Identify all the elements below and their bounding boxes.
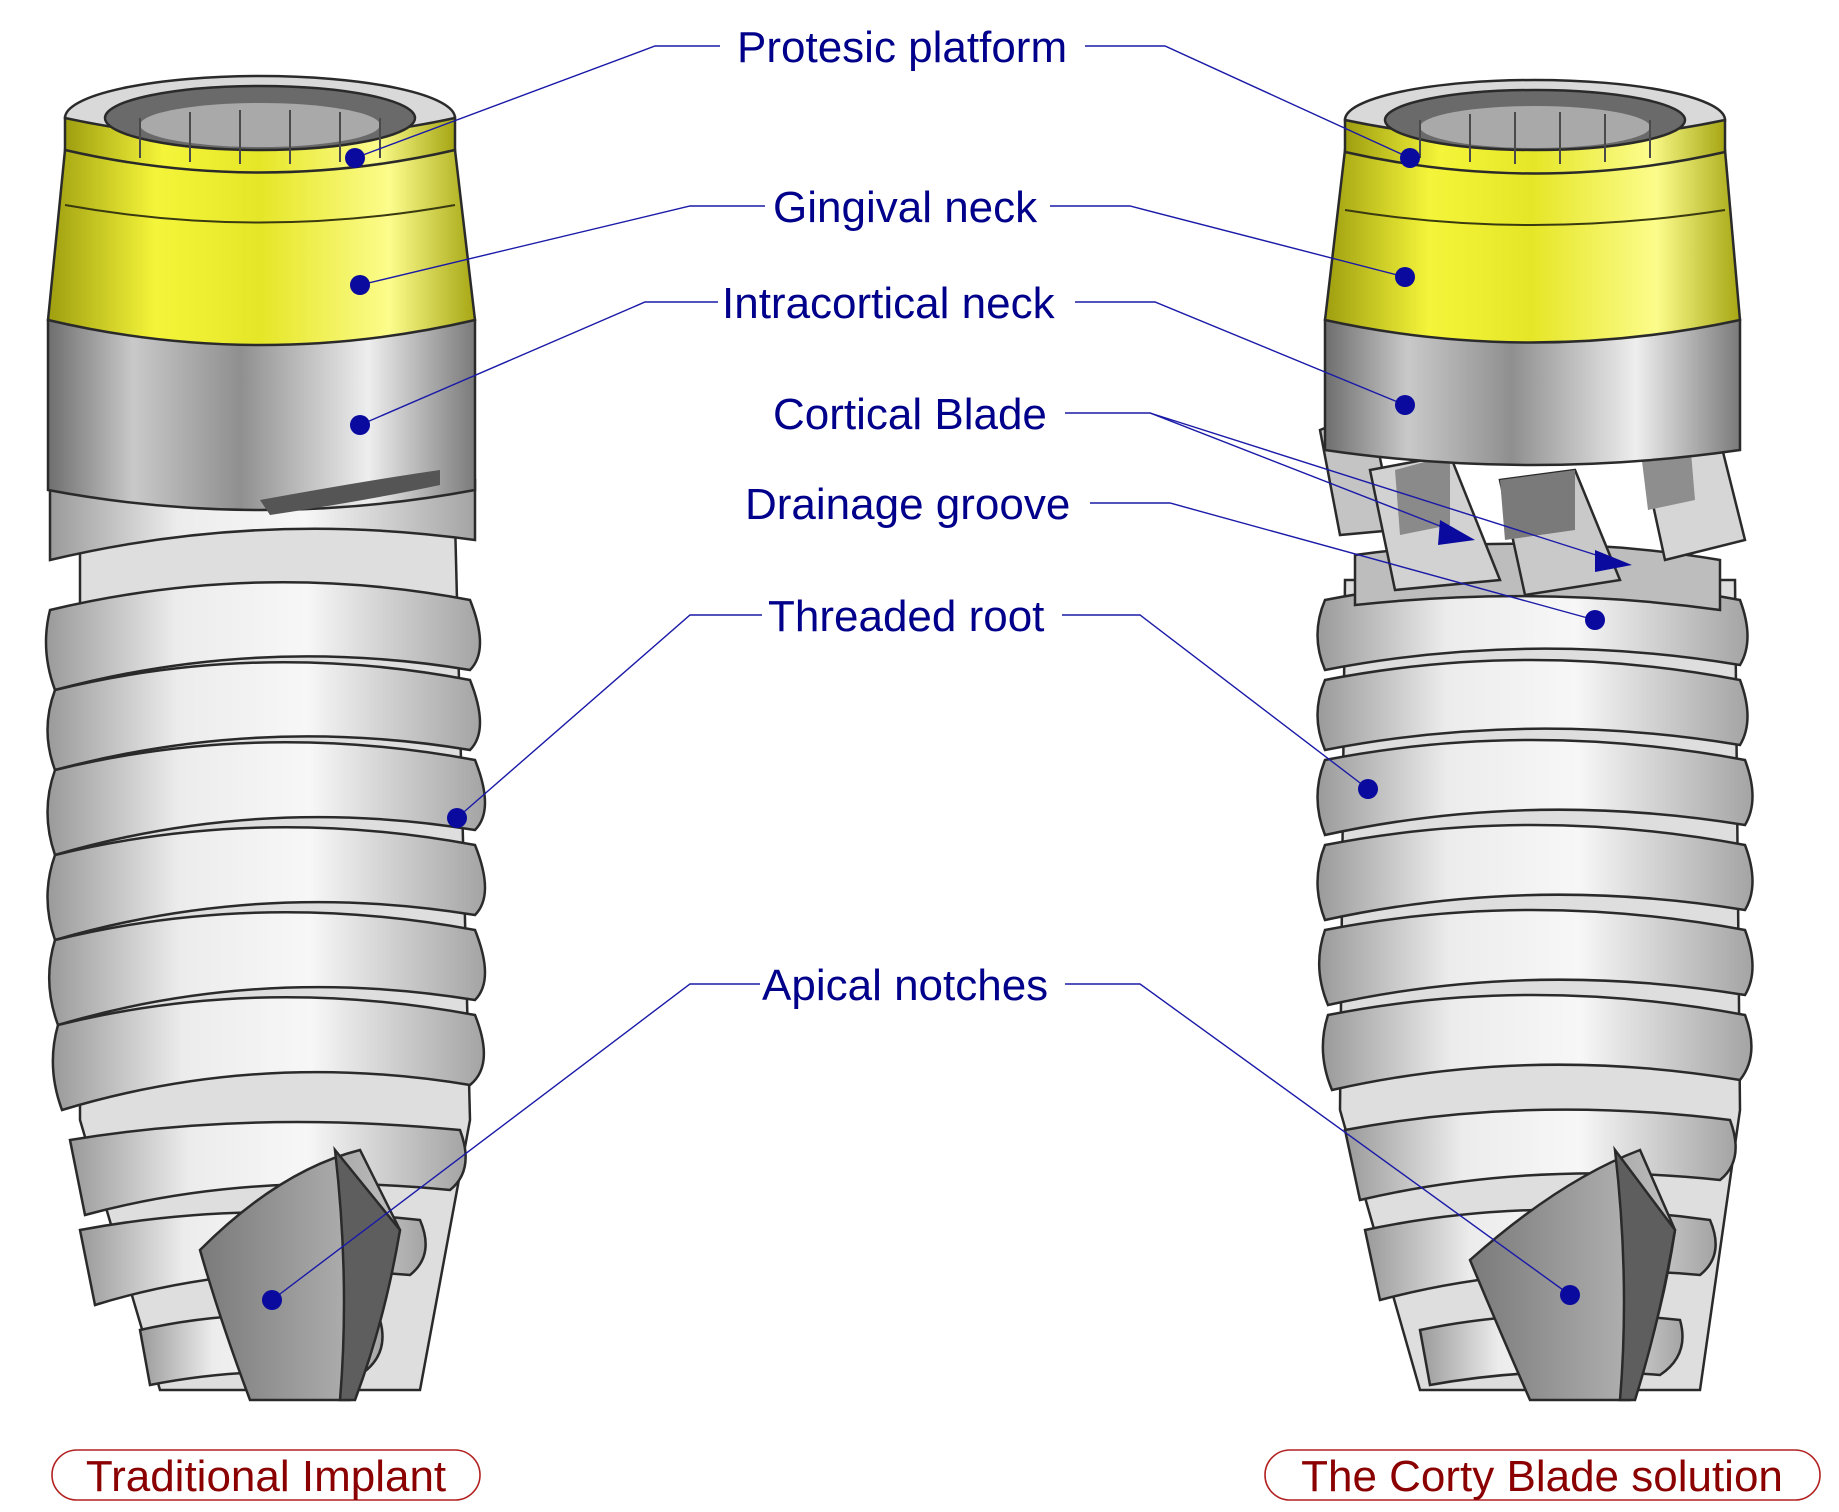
label-intracortical-neck: Intracortical neck <box>722 279 1056 328</box>
label-threaded-root: Threaded root <box>768 592 1044 641</box>
caption-traditional-implant: Traditional Implant <box>86 1452 446 1501</box>
part-labels: Protesic platform Gingival neck Intracor… <box>722 23 1070 1010</box>
right-intracortical-neck <box>1323 318 1742 467</box>
leader-lines <box>262 45 1632 1310</box>
left-protesic-platform <box>63 74 457 174</box>
captions: Traditional Implant The Corty Blade solu… <box>51 1449 1821 1501</box>
right-protesic-platform <box>1343 78 1727 175</box>
right-apical-notch <box>1468 1145 1677 1402</box>
left-apical-notch <box>198 1145 402 1402</box>
label-drainage-groove: Drainage groove <box>745 480 1070 529</box>
left-gingival-neck <box>46 148 477 347</box>
label-apical-notches: Apical notches <box>762 961 1048 1010</box>
corty-blade-implant <box>1316 78 1754 1402</box>
traditional-implant <box>44 74 487 1402</box>
caption-corty-blade-solution: The Corty Blade solution <box>1301 1452 1783 1501</box>
right-gingival-neck <box>1323 148 1742 344</box>
left-intracortical-neck <box>46 318 477 515</box>
label-cortical-blade: Cortical Blade <box>773 390 1047 439</box>
caption-left-frame <box>51 1449 481 1501</box>
label-gingival-neck: Gingival neck <box>773 183 1038 232</box>
label-protesic-platform: Protesic platform <box>737 23 1067 72</box>
caption-right-frame <box>1264 1449 1821 1501</box>
